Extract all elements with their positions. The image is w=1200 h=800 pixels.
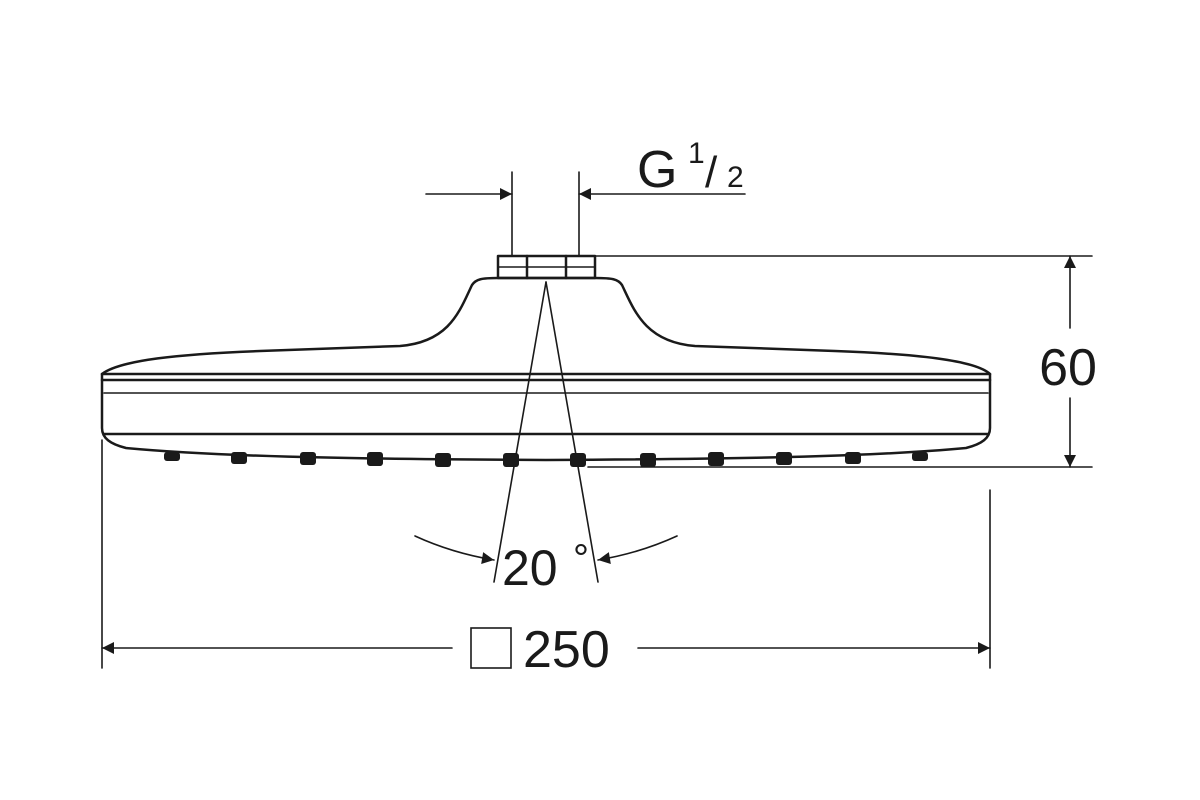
shower-head-outline: [100, 254, 992, 462]
width-dimension: 250: [101, 439, 991, 679]
spray-nozzles: [164, 452, 928, 467]
angle-arrow-left: [414, 535, 495, 564]
angle-line-right: [545, 281, 599, 583]
thread-label: G: [637, 141, 677, 199]
nozzle: [640, 453, 656, 467]
height-label: 60: [1039, 339, 1097, 397]
angle-label: 20: [502, 540, 558, 596]
angle-line-left: [493, 281, 547, 583]
nozzle: [300, 452, 316, 465]
square-symbol-icon: [470, 627, 512, 669]
nozzle: [845, 452, 861, 464]
nozzle: [570, 453, 586, 467]
nozzle: [435, 453, 451, 467]
nozzle: [912, 452, 928, 461]
thread-numerator: 1: [688, 137, 705, 170]
nozzle: [231, 452, 247, 464]
thread-slash: /: [705, 148, 718, 197]
angle-dimension: 20 °: [414, 281, 678, 596]
nozzle: [164, 452, 180, 461]
angle-arrow-right: [597, 535, 678, 564]
shower-body-top: [100, 276, 992, 376]
shower-face-plate: [100, 372, 992, 462]
nozzle: [776, 452, 792, 465]
thread-denominator: 2: [727, 161, 744, 194]
height-dimension: 60: [587, 255, 1097, 468]
nozzle: [367, 452, 383, 466]
degree-symbol: °: [573, 537, 589, 581]
thread-dimension: G 1 / 2: [425, 137, 746, 257]
nozzle: [708, 452, 724, 466]
width-label: 250: [523, 621, 610, 679]
